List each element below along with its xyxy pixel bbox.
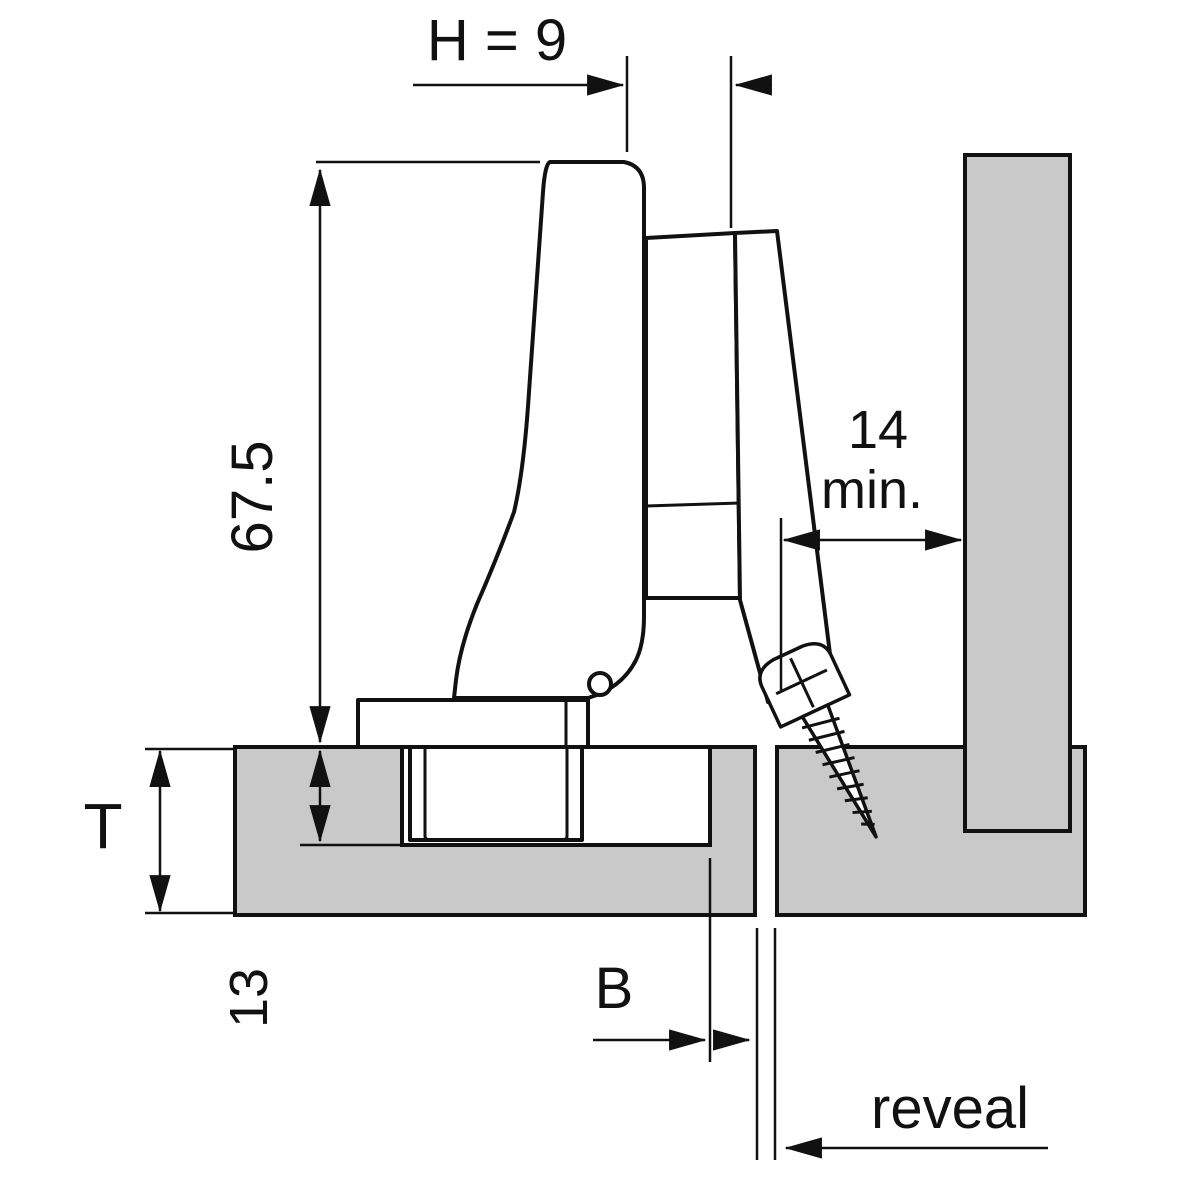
hinge-mounting-plate — [644, 231, 742, 600]
thread-line — [801, 716, 840, 730]
thread-line — [829, 769, 860, 779]
thread-line — [844, 796, 868, 803]
mounting-plate-step-line — [645, 501, 741, 508]
thread-line — [808, 729, 845, 742]
label-boss-height: H = 9 — [427, 8, 567, 73]
phillips-cross-horizontal — [775, 668, 828, 696]
label-bore-distance: B — [595, 956, 634, 1021]
label-reveal: reveal — [871, 1076, 1029, 1141]
label-drilling-depth: 13 — [219, 968, 279, 1028]
thread-line — [861, 822, 875, 826]
label-panel-thickness: T — [83, 790, 122, 862]
hinge-cup — [408, 745, 584, 842]
screw — [758, 642, 878, 839]
thread-line — [836, 782, 864, 791]
hinge — [356, 160, 836, 842]
knuckle-pivot — [587, 671, 613, 697]
label-min-clearance-value: 14 — [848, 400, 908, 460]
dimensions — [145, 56, 1048, 1160]
hinge-cup-inner-wall — [423, 747, 569, 842]
thread-line — [852, 809, 872, 815]
hinge-arm — [452, 160, 646, 700]
label-arm-height: 67.5 — [220, 441, 285, 554]
mounting-plate-wing — [733, 229, 836, 704]
dimension-labels: H = 9 67.5 14 min. T 13 B reveal — [83, 8, 1029, 1141]
cabinet-side-panel — [963, 153, 1072, 833]
thread-line — [822, 756, 855, 767]
thread-line — [815, 743, 850, 754]
hinge-cup-flange — [356, 698, 590, 749]
screw-threads — [801, 716, 875, 826]
label-min-clearance-unit: min. — [821, 460, 923, 520]
